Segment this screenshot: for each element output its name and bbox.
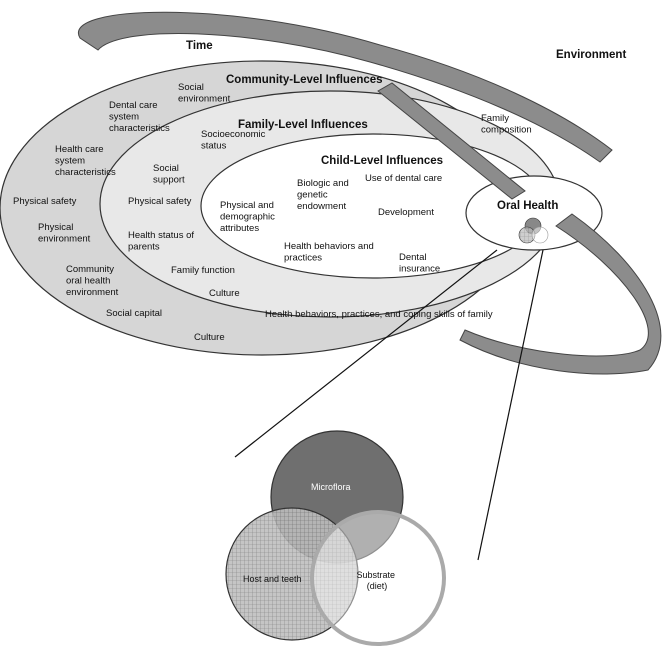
family-culture-label: Culture: [209, 288, 240, 299]
family-level-title: Family-Level Influences: [238, 119, 368, 131]
health-status-parents-label: Health status of parents: [128, 230, 197, 253]
child-level-title: Child-Level Influences: [321, 155, 443, 167]
social-capital-label: Social capital: [106, 308, 162, 319]
community-physical-safety-label: Physical safety: [13, 196, 77, 207]
family-function-label: Family function: [171, 265, 235, 276]
socioeconomic-status-label: Socioeconomic status: [201, 129, 268, 152]
social-support-label: Social support: [153, 163, 185, 186]
health-care-system-label: Health care system characteristics: [55, 144, 116, 178]
host-and-teeth-label: Host and teeth: [243, 574, 302, 584]
social-environment-label: Social environment: [178, 82, 231, 105]
family-physical-safety-label: Physical safety: [128, 196, 192, 207]
use-of-dental-care-label: Use of dental care: [365, 173, 442, 184]
venn-diagram: [225, 430, 446, 646]
development-label: Development: [378, 207, 434, 218]
biologic-endowment-label: Biologic and genetic endowment: [297, 178, 351, 212]
substrate-label: Substrate (diet): [356, 570, 397, 591]
time-band-front-bottom: [459, 213, 662, 375]
dental-care-system-label: Dental care system characteristics: [109, 100, 170, 134]
physical-environment-label: Physical environment: [38, 222, 91, 245]
physical-demographic-label: Physical and demographic attributes: [220, 200, 278, 234]
family-coping-skills-label: Health behaviors, practices, and coping …: [265, 309, 493, 320]
time-label: Time: [186, 40, 213, 52]
microflora-label: Microflora: [311, 482, 351, 492]
community-culture-label: Culture: [194, 332, 225, 343]
zoom-line-right: [477, 249, 544, 561]
child-health-behaviors-label: Health behaviors and practices: [284, 241, 376, 264]
family-composition-label: Family composition: [481, 113, 532, 136]
time-band-front-top: [377, 82, 526, 200]
zoom-line-left: [234, 249, 498, 458]
oral-health-title: Oral Health: [497, 200, 558, 212]
community-level-title: Community-Level Influences: [226, 74, 383, 86]
mini-venn-icon: [518, 217, 549, 244]
environment-label: Environment: [556, 49, 626, 61]
substrate-circle: [310, 510, 446, 646]
community-oral-health-label: Community oral health environment: [66, 264, 119, 298]
time-band-back: [77, 11, 613, 163]
dental-insurance-label: Dental insurance: [399, 252, 440, 275]
